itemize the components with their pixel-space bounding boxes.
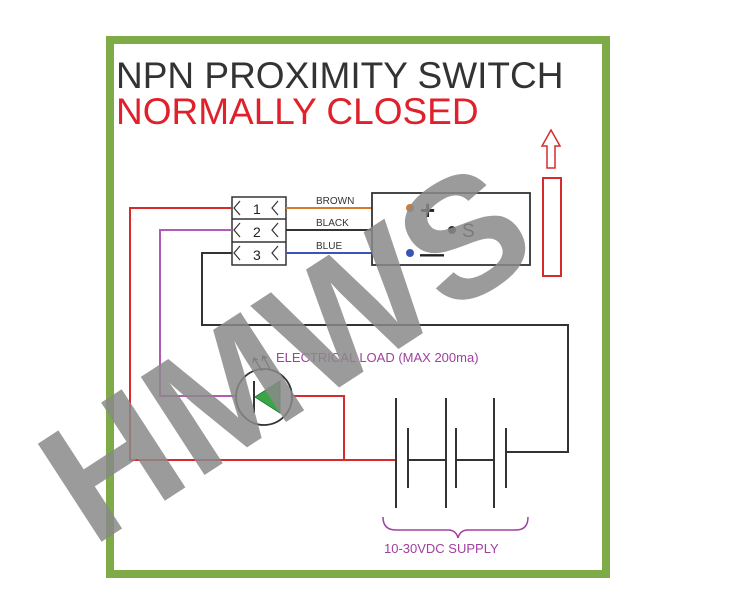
sensor-minus-label: — bbox=[420, 241, 444, 268]
black-wire-label: BLACK bbox=[316, 218, 349, 229]
sensor-plus-label: + bbox=[420, 195, 435, 225]
supply-brace bbox=[382, 516, 529, 539]
load-supply-wire bbox=[292, 395, 345, 460]
sensor-target-arrow-icon bbox=[540, 128, 562, 169]
blue-terminal-dot bbox=[406, 249, 414, 257]
supply-label: 10-30VDC SUPPLY bbox=[384, 541, 499, 556]
brown-terminal-dot bbox=[406, 204, 414, 212]
diagram-subtitle: NORMALLY CLOSED bbox=[116, 91, 479, 132]
diagram-title: NPN PROXIMITY SWITCH bbox=[116, 55, 563, 96]
negative-supply-wire bbox=[201, 252, 569, 453]
signal-terminal-dot bbox=[448, 226, 456, 234]
terminal-label-1: 1 bbox=[253, 201, 261, 217]
terminal-label-2: 2 bbox=[253, 224, 261, 240]
load-label: ELECTRICAL LOAD (MAX 200ma) bbox=[276, 350, 479, 365]
diagram-frame bbox=[106, 36, 610, 578]
brown-wire-label: BROWN bbox=[316, 196, 354, 207]
positive-supply-wire bbox=[129, 207, 396, 461]
blue-wire-label: BLUE bbox=[316, 241, 342, 252]
terminal-label-3: 3 bbox=[253, 247, 261, 263]
terminal-block bbox=[231, 196, 287, 266]
sensor-signal-label: S bbox=[462, 221, 475, 242]
target-plate bbox=[542, 177, 562, 277]
signal-load-wire bbox=[159, 229, 236, 397]
battery-icon bbox=[395, 398, 514, 508]
led-load-icon bbox=[235, 355, 293, 426]
